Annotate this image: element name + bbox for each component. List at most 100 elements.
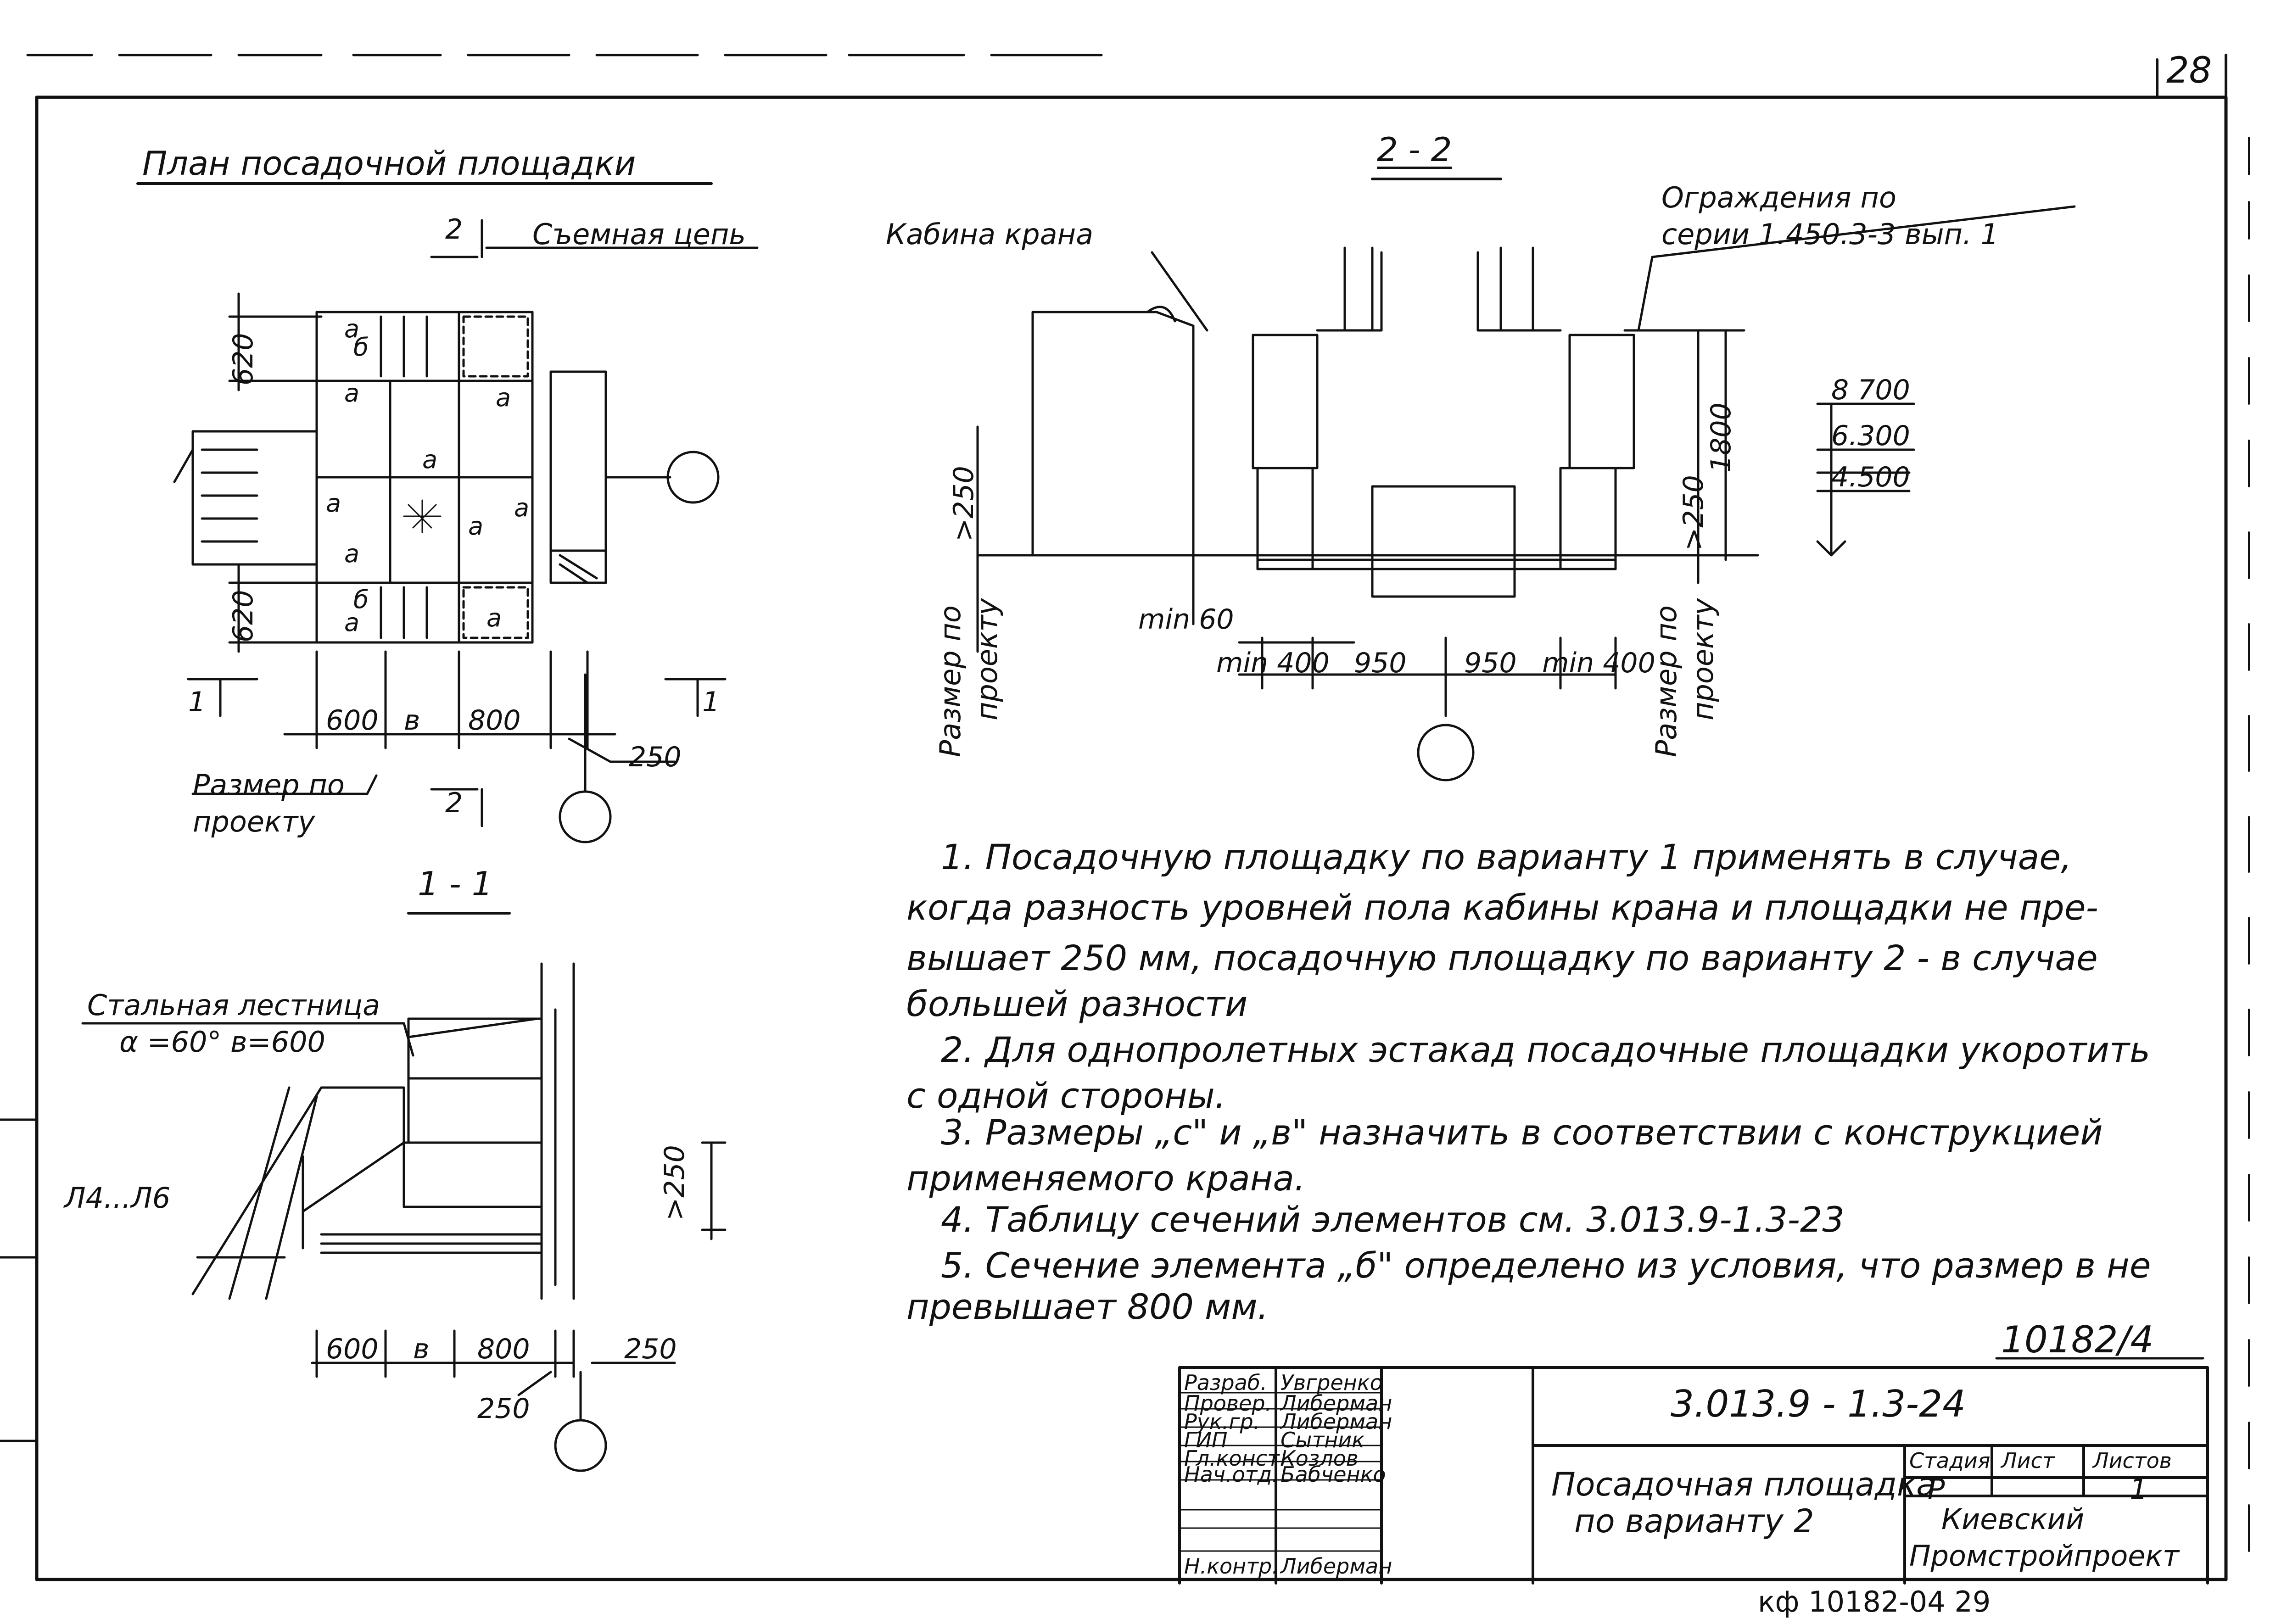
note-line-2: когда разность уровней пола кабины крана… xyxy=(906,887,2098,928)
section-mark-2-bottom: 2 xyxy=(445,787,463,819)
title-block-lines xyxy=(1178,1366,2209,1585)
section22-drawing xyxy=(976,205,2076,781)
dim-950-right: 950 xyxy=(1464,647,1517,679)
sig-role: ГИП xyxy=(1184,1428,1228,1452)
plan-project-size-2: проекту xyxy=(193,805,315,838)
section-mark-1-right: 1 xyxy=(702,686,720,718)
plan-element-a-5: а xyxy=(326,489,341,518)
section22-project-size-left-2: проекту xyxy=(970,598,1004,720)
note-line-5: 2. Для однопролетных эстакад посадочные … xyxy=(941,1029,2150,1070)
section11-dim-250-right: 250 xyxy=(624,1333,677,1365)
plan-dim-v: в xyxy=(404,704,420,737)
plan-element-a-6: а xyxy=(514,493,530,522)
plan-dim-620-top: 620 xyxy=(227,333,259,385)
plan-element-a-4: а xyxy=(496,383,511,412)
plan-project-size-1: Размер по xyxy=(193,768,345,802)
section11-drawing xyxy=(81,962,727,1472)
section22-project-size-right-1: Размер по xyxy=(1650,605,1683,757)
sig-role: Гл.конст. xyxy=(1184,1446,1286,1471)
note-line-1: 1. Посадочную площадку по варианту 1 при… xyxy=(941,837,2072,877)
chain-label: Съемная цепь xyxy=(532,218,746,251)
note-line-7: 3. Размеры „с" и „в" назначить в соответ… xyxy=(941,1112,2103,1153)
section11-title: 1 - 1 xyxy=(418,865,493,903)
section-mark-1-left: 1 xyxy=(188,686,206,718)
dim-950-left: 950 xyxy=(1354,647,1407,679)
note-line-4: большей разности xyxy=(906,983,1248,1024)
org-name-2: Промстройпроект xyxy=(1909,1539,2180,1573)
dim-min400-left: min 400 xyxy=(1216,647,1330,679)
note-line-10: 5. Сечение элемента „б" определено из ус… xyxy=(941,1245,2151,1286)
section22-project-size-right-2: проекту xyxy=(1686,598,1720,720)
section11-dim-800: 800 xyxy=(477,1333,530,1365)
ladder-label-1: Стальная лестница xyxy=(87,988,380,1022)
dim-gt250-right: >250 xyxy=(1678,475,1710,551)
page-number: 28 xyxy=(2166,50,2212,91)
plan-dim-250: 250 xyxy=(629,741,682,773)
section11-dim-v: в xyxy=(413,1333,430,1365)
plan-element-a-8: а xyxy=(344,539,360,568)
plan-element-a-9: а xyxy=(344,608,360,637)
plan-element-b-1: б xyxy=(353,333,369,362)
section11-dim-gt250: >250 xyxy=(659,1145,691,1221)
doc-title-2: по варианту 2 xyxy=(1574,1502,1814,1540)
dim-1800: 1800 xyxy=(1705,402,1737,473)
sig-name: Бабченко xyxy=(1280,1462,1386,1487)
plan-drawing xyxy=(173,219,759,843)
plan-element-b-2: б xyxy=(353,585,369,614)
listov-value: 1 xyxy=(2130,1473,2148,1506)
level-8700: 8 700 xyxy=(1831,374,1910,406)
level-6300: 6.300 xyxy=(1831,420,1910,452)
sheet-frame xyxy=(35,95,2228,1581)
dim-min400-right: min 400 xyxy=(1542,647,1655,679)
stadia-value: Р xyxy=(1928,1473,1945,1506)
marks-label: Л4...Л6 xyxy=(64,1181,171,1215)
doc-code: 3.013.9 - 1.3-24 xyxy=(1671,1383,1966,1425)
plan-dim-800: 800 xyxy=(468,704,521,737)
sig-name: Увгренко xyxy=(1280,1370,1383,1395)
dim-min60: min 60 xyxy=(1138,603,1234,636)
archive-number: 10182/4 xyxy=(2001,1318,2154,1361)
note-line-3: вышает 250 мм, посадочную площадку по ва… xyxy=(906,938,2098,978)
section22-project-size-left-1: Размер по xyxy=(934,605,967,757)
sig-name: Козлов xyxy=(1280,1446,1359,1471)
dim-gt250-left: >250 xyxy=(948,466,980,541)
note-line-8: применяемого крана. xyxy=(906,1158,1306,1199)
fence-label-1: Ограждения по xyxy=(1661,181,1896,214)
section11-dim-250-left: 250 xyxy=(477,1393,530,1425)
cabin-label: Кабина крана xyxy=(886,218,1094,251)
plan-title: План посадочной площадки xyxy=(142,144,636,183)
note-line-9: 4. Таблицу сечений элементов см. 3.013.9… xyxy=(941,1199,1845,1240)
stadia-header: Стадия xyxy=(1909,1448,1991,1473)
sig-role: Провер. xyxy=(1184,1391,1272,1416)
list-header: Лист xyxy=(2001,1448,2055,1473)
sig-name: Либерман xyxy=(1280,1554,1392,1579)
plan-element-a-1: а xyxy=(344,314,360,343)
left-margin-ticks xyxy=(0,1118,38,1442)
sig-name: Сытник xyxy=(1280,1428,1364,1452)
sig-name: Либерман xyxy=(1280,1409,1392,1434)
sig-name: Либерман xyxy=(1280,1391,1392,1416)
fence-label-2: серии 1.450.3-3 вып. 1 xyxy=(1661,218,1999,251)
section22-title: 2 - 2 xyxy=(1377,130,1452,169)
org-name-1: Киевский xyxy=(1941,1502,2085,1536)
plan-element-a-2: а xyxy=(344,379,360,407)
sig-role: Рук.гр. xyxy=(1184,1409,1260,1434)
note-line-6: с одной стороны. xyxy=(906,1075,1226,1116)
plan-dim-600: 600 xyxy=(326,704,379,737)
note-line-11: превышает 800 мм. xyxy=(906,1286,1269,1327)
level-4500: 4.500 xyxy=(1831,461,1910,493)
plan-element-a-7: а xyxy=(468,512,484,541)
footer-code: кф 10182-04 29 xyxy=(1758,1585,1991,1618)
sig-role: Н.контр. xyxy=(1184,1554,1279,1579)
sig-role: Разраб. xyxy=(1184,1370,1267,1395)
doc-title-1: Посадочная площадка xyxy=(1551,1466,1936,1503)
section11-dim-600: 600 xyxy=(326,1333,379,1365)
sig-role: Нач.отд. xyxy=(1184,1462,1279,1487)
section-mark-2-top: 2 xyxy=(445,213,463,246)
plan-element-a-10: а xyxy=(486,603,502,632)
plan-dim-620-bottom: 620 xyxy=(227,590,259,642)
ladder-label-2: α =60° в=600 xyxy=(119,1025,325,1059)
listov-header: Листов xyxy=(2093,1448,2172,1473)
page-number-box xyxy=(2156,54,2227,99)
